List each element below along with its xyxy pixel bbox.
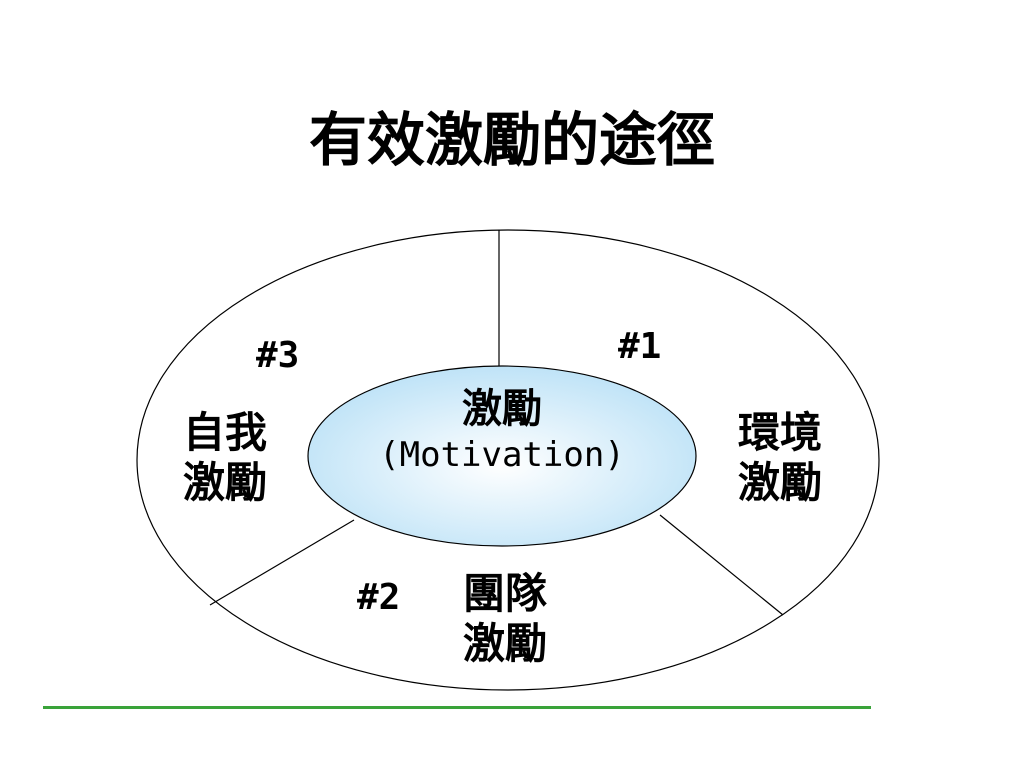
center-label-en: (Motivation) bbox=[379, 435, 625, 475]
bottom-rule bbox=[43, 706, 871, 709]
outer-ellipse bbox=[136, 229, 880, 691]
center-label-cn: 激勵 bbox=[462, 385, 542, 432]
center-label: 激勵 (Motivation) bbox=[312, 385, 692, 477]
segment-label-3: 自我 激勵 bbox=[183, 408, 268, 507]
segment-number-1: #1 bbox=[618, 326, 662, 367]
divider-lower-left bbox=[209, 519, 355, 606]
segment-label-2: 團隊 激勵 bbox=[463, 569, 548, 668]
center-ellipse bbox=[307, 365, 697, 547]
segment-number-3: #3 bbox=[256, 335, 300, 376]
segment-number-2: #2 bbox=[357, 577, 401, 618]
page-title: 有效激勵的途徑 bbox=[308, 106, 715, 174]
divider-lower-right bbox=[659, 514, 784, 616]
segment-label-1: 環境 激勵 bbox=[738, 408, 823, 507]
